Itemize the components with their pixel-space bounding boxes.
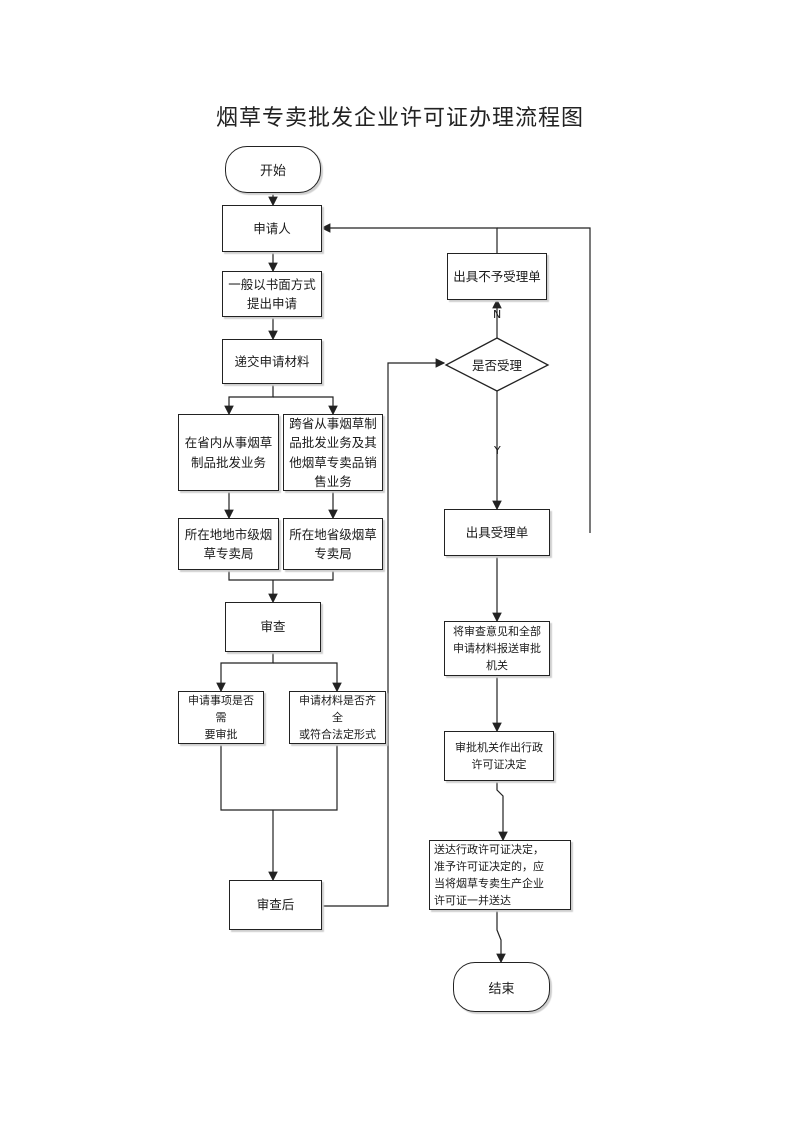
merge-checks bbox=[220, 744, 338, 811]
arrow-authority-to-deliver bbox=[496, 781, 508, 842]
accept-notice-box: 出具受理单 bbox=[444, 509, 550, 556]
authority-decision-box: 审批机关作出行政 许可证决定 bbox=[444, 731, 554, 781]
review-box: 审查 bbox=[225, 602, 321, 652]
arrow-review-to-need-approval bbox=[216, 652, 274, 693]
submit-materials-box: 递交申请材料 bbox=[222, 339, 322, 384]
accept-decision-label: 是否受理 bbox=[471, 358, 522, 373]
province-bureau-box: 所在地省级烟草 专卖局 bbox=[283, 518, 383, 570]
materials-complete-box: 申请材料是否齐全 或符合法定形式 bbox=[289, 691, 386, 744]
after-review-box: 审查后 bbox=[229, 880, 322, 930]
merge-bureaus bbox=[228, 570, 334, 581]
arrow-review-to-materials bbox=[273, 662, 342, 693]
need-approval-box: 申请事项是否需 要审批 bbox=[178, 691, 264, 744]
deliver-box: 送达行政许可证决定， 准予许可证决定的，应 当将烟草专卖生产企业 许可证一并送达 bbox=[429, 840, 571, 910]
arrow-reject-to-applicant bbox=[320, 223, 498, 253]
start-node: 开始 bbox=[225, 146, 321, 193]
loop-accept-to-applicant bbox=[497, 227, 591, 533]
arrow-after-review-to-decision bbox=[322, 358, 446, 907]
arrow-submit-to-in-province bbox=[224, 384, 274, 416]
page-title: 烟草专卖批发企业许可证办理流程图 bbox=[215, 106, 584, 131]
arrow-submit-to-cross-province bbox=[273, 396, 338, 416]
yes-label: Y bbox=[494, 444, 501, 457]
no-label: N bbox=[493, 308, 502, 321]
written-application-box: 一般以书面方式 提出申请 bbox=[222, 271, 322, 317]
end-node: 结束 bbox=[453, 962, 550, 1012]
cross-province-box: 跨省从事烟草制 品批发业务及其 他烟草专卖品销 售业务 bbox=[283, 414, 383, 491]
arrow-deliver-to-end bbox=[496, 910, 506, 964]
reject-notice-box: 出具不予受理单 bbox=[447, 253, 547, 300]
applicant-box: 申请人 bbox=[222, 205, 322, 252]
send-to-authority-box: 将审查意见和全部 申请材料报送审批 机关 bbox=[444, 621, 550, 676]
city-bureau-box: 所在地地市级烟 草专卖局 bbox=[178, 518, 279, 570]
in-province-box: 在省内从事烟草 制品批发业务 bbox=[178, 414, 279, 491]
decision-diamond bbox=[444, 337, 550, 392]
